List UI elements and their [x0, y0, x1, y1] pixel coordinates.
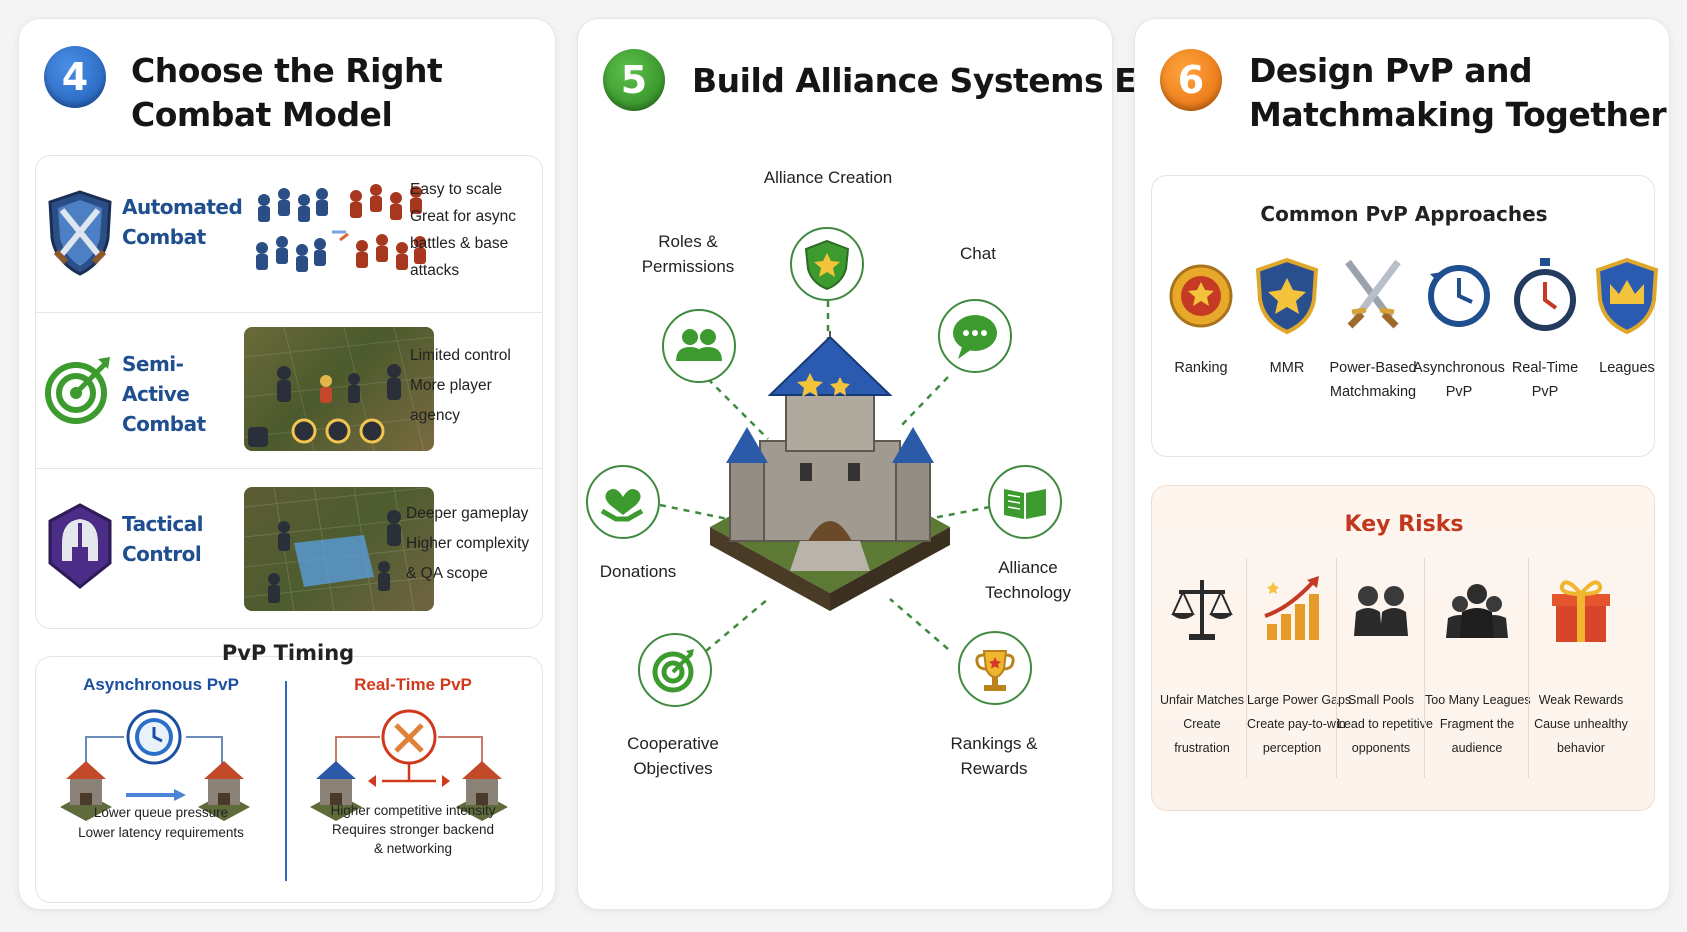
risk-large-power-gaps: Large Power Gaps Create pay-to-win perce…	[1246, 558, 1351, 778]
combat-models-box: Automated Combat	[35, 155, 543, 629]
automated-armies-illustration	[244, 170, 434, 294]
combat-model-tactical: Tactical Control Deeper gameplay	[36, 468, 542, 629]
step-number-badge: 6	[1160, 49, 1222, 111]
pvp-approach-power-based: Power-Based Matchmaking	[1329, 256, 1417, 416]
medal-icon	[1169, 264, 1233, 328]
realtime-pvp-notes: Higher competitive intensity Requires st…	[330, 803, 496, 856]
chat-bubble-icon	[953, 315, 997, 359]
panel-title: Design PvP and Matchmaking Together	[1249, 51, 1667, 134]
helmet-icon	[48, 503, 112, 589]
risk-too-many-leagues: Too Many Leagues Fragment the audience	[1424, 558, 1531, 778]
combat-model-notes: Limited control More player agency	[410, 347, 511, 424]
combat-model-automated: Automated Combat	[36, 156, 542, 312]
pvp-timing-box: Asynchronous PvP	[35, 656, 543, 903]
clock-icon	[1428, 265, 1490, 327]
group-icon	[676, 329, 722, 361]
pvp-approach-ranking: Ranking	[1158, 256, 1244, 416]
alliance-systems-panel: 5 Build Alliance Systems Early	[577, 18, 1206, 910]
node-cooperative-objectives	[638, 633, 712, 707]
heart-hands-icon	[600, 489, 644, 522]
node-rankings-rewards	[958, 631, 1032, 705]
node-donations	[586, 465, 660, 539]
node-alliance-technology	[988, 465, 1062, 539]
combat-model-panel: 4 Choose the Right Combat Model Automate…	[18, 18, 556, 910]
pvp-approach-leagues: Leagues	[1584, 256, 1670, 416]
castle-icon	[710, 331, 950, 611]
step-number-badge: 4	[44, 46, 106, 108]
combat-model-label: Automated Combat	[122, 195, 243, 249]
pvp-approach-asynchronous: Asynchronous PvP	[1413, 256, 1505, 416]
castle-icon	[198, 761, 250, 821]
scales-icon	[1171, 580, 1233, 640]
crossed-swords-shield-icon	[48, 190, 112, 276]
realtime-pvp-column: Real-Time PvP	[288, 657, 538, 902]
crowd-icon	[1446, 584, 1508, 638]
risk-weak-rewards: Weak Rewards Cause unhealthy behavior	[1528, 558, 1633, 778]
pvp-approach-mmr: MMR	[1244, 256, 1330, 416]
semi-active-battlefield-illustration	[244, 327, 434, 451]
node-label-roles: Roles & Permissions	[641, 232, 735, 276]
combat-model-notes: Deeper gameplay Higher complexity & QA s…	[406, 505, 530, 582]
combat-model-label: Semi-Active Combat	[122, 352, 206, 436]
castle-icon	[60, 761, 112, 821]
async-pvp-column: Asynchronous PvP	[36, 657, 286, 902]
crossed-swords-icon	[1345, 259, 1401, 329]
node-roles-permissions	[662, 309, 736, 383]
pvp-approaches-title: Common PvP Approaches	[1260, 202, 1548, 226]
step-number-badge: 5	[603, 49, 665, 111]
pvp-timing-title: PvP Timing	[221, 641, 355, 665]
tactical-map-icon	[244, 487, 434, 611]
node-chat	[938, 299, 1012, 373]
open-book-icon	[1004, 489, 1046, 519]
crown-shield-icon	[1595, 257, 1659, 335]
node-label-cooperative-objectives: Cooperative Objectives	[627, 734, 719, 778]
node-label-alliance-technology: Alliance Technology	[984, 558, 1071, 602]
star-shield-icon	[1255, 257, 1319, 335]
star-shield-icon	[804, 239, 850, 291]
realtime-flow-illustration	[310, 709, 508, 821]
target-arrow-icon	[45, 357, 110, 424]
node-label-rankings-rewards: Rankings & Rewards	[950, 734, 1038, 778]
trophy-icon	[975, 650, 1015, 691]
castle-icon	[310, 761, 362, 821]
async-flow-illustration	[60, 709, 250, 821]
armies-icon	[256, 184, 426, 272]
node-label-donations: Donations	[599, 562, 677, 581]
tactical-grid-illustration	[244, 487, 434, 611]
pvp-approach-real-time: Real-Time PvP	[1502, 256, 1588, 416]
risk-small-pools: Small Pools Lead to repetitive opponents	[1336, 558, 1433, 778]
pvp-approaches-box: Common PvP Approaches Ranking MMR	[1151, 175, 1659, 457]
panel-title: Choose the Right Combat Model	[131, 51, 443, 134]
pvp-matchmaking-panel: 6 Design PvP and Matchmaking Together Co…	[1134, 18, 1670, 910]
key-risks-box: Key Risks Unfair Matches Create frustrat…	[1151, 485, 1655, 811]
node-label-alliance-creation: Alliance Creation	[763, 168, 893, 187]
combat-model-semi-active: Semi-Active Combat	[36, 312, 542, 469]
gift-icon	[1552, 580, 1610, 642]
timing-divider	[285, 681, 287, 881]
node-label-chat: Chat	[960, 244, 996, 263]
async-pvp-notes: Lower queue pressure Lower latency requi…	[78, 805, 244, 840]
combat-model-notes: Easy to scale Great for async battles & …	[410, 181, 516, 279]
stopwatch-icon	[1514, 258, 1576, 331]
key-risks-title: Key Risks	[1344, 512, 1464, 537]
panel-title: Build Alliance Systems Early	[692, 61, 1206, 100]
growth-chart-icon	[1264, 576, 1319, 640]
risk-unfair-matches: Unfair Matches Create frustration	[1158, 558, 1246, 778]
two-players-icon	[1354, 586, 1408, 636]
realtime-pvp-label: Real-Time PvP	[354, 675, 472, 694]
battle-scene-icon	[244, 327, 434, 451]
async-pvp-label: Asynchronous PvP	[83, 675, 239, 694]
node-alliance-creation	[790, 227, 864, 301]
combat-model-label: Tactical Control	[122, 512, 204, 566]
target-arrow-icon	[652, 649, 694, 693]
castle-icon	[456, 761, 508, 821]
